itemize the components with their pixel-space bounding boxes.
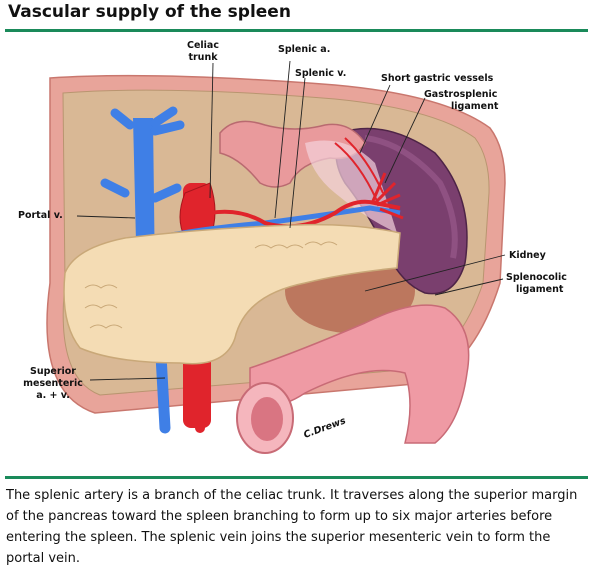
label-short-gastric-vessels: Short gastric vessels (381, 73, 494, 84)
label-sup-mesenteric-3: a. + v. (36, 390, 70, 401)
caption-divider (5, 476, 588, 479)
leader-gastrosplenic (384, 97, 426, 184)
label-splenic-artery: Splenic a. (278, 44, 330, 55)
leader-kidney (364, 254, 506, 292)
label-kidney: Kidney (509, 250, 547, 261)
short-gastric-vessels (334, 137, 384, 202)
title-underline (5, 29, 588, 32)
label-sup-mesenteric-2: mesenteric (23, 378, 83, 389)
artist-signature: C.Drews (302, 415, 347, 441)
label-portal-vein: Portal v. (18, 210, 63, 221)
pancreas (63, 223, 401, 365)
leader-splenic-v (289, 77, 306, 229)
label-splenocolic-2: ligament (516, 284, 564, 295)
label-splenic-vein: Splenic v. (295, 68, 346, 79)
label-gastrosplenic-2: ligament (451, 101, 499, 112)
leader-sup-mesenteric (89, 377, 166, 381)
leader-splenocolic (434, 278, 504, 296)
leader-short-gastric (359, 84, 391, 154)
hilar-branches (371, 172, 404, 220)
label-celiac-trunk-2: trunk (188, 52, 218, 63)
label-sup-mesenteric: Superior (30, 366, 76, 377)
label-splenocolic: Splenocolic (506, 272, 567, 283)
transverse-colon (249, 304, 470, 444)
leader-splenic-a (274, 60, 291, 219)
portal-vein-branches (100, 106, 185, 203)
anatomy-svg: C.Drews Celiac trunk Splenic a. Splenic … (18, 40, 567, 454)
spleen-highlight (364, 135, 458, 259)
figure-caption: The splenic artery is a branch of the ce… (6, 488, 578, 566)
anatomy-illustration: C.Drews Celiac trunk Splenic a. Splenic … (5, 33, 588, 473)
leader-portal (76, 215, 136, 219)
leader-celiac (209, 62, 214, 199)
pancreas-lobules (84, 241, 338, 329)
page-title: Vascular supply of the spleen (8, 2, 291, 22)
colon-lumen (251, 397, 283, 441)
label-celiac-trunk: Celiac (187, 40, 219, 51)
label-gastrosplenic: Gastrosplenic (424, 89, 497, 100)
